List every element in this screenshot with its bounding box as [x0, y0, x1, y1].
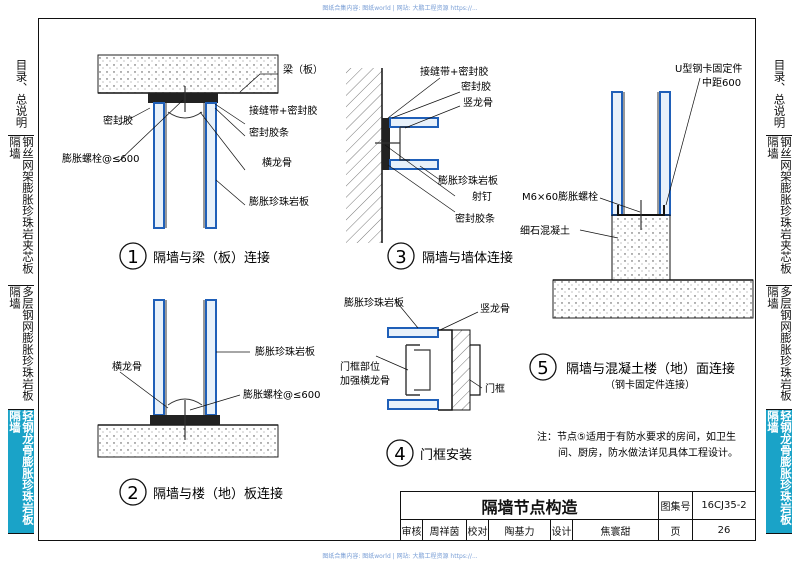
d2-number-circle — [119, 478, 147, 506]
left-tab-multilayer[interactable]: 多层钢网膨胀珍珠岩板隔墙 — [8, 286, 35, 410]
d2-board-label: 膨胀珍珠岩板 — [255, 345, 315, 358]
left-tab-light-steel[interactable]: 轻钢龙骨膨胀珍珠岩板隔墙 — [8, 410, 35, 534]
review-label: 审核 — [401, 520, 423, 540]
right-tab-multilayer[interactable]: 多层钢网膨胀珍珠岩板隔墙 — [766, 286, 793, 410]
d4-frame-label: 门框 — [485, 382, 505, 395]
detail-3-drawing — [346, 68, 461, 243]
left-tab-wire-mesh[interactable]: 钢丝网架膨胀珍珠岩夹芯板隔墙 — [8, 136, 35, 286]
d5-spacing-label: 中距600 — [702, 76, 741, 89]
detail-4-drawing — [375, 299, 483, 411]
d4-reinforce-label-1: 门框部位 — [340, 360, 380, 373]
atlas-label: 图集号 — [659, 492, 693, 520]
d3-stud-label: 竖龙骨 — [463, 96, 493, 109]
bottom-watermark: 图纸合集内容: 图纸world | 网站: 大鹏工程资源 https://... — [322, 553, 478, 560]
d4-title: 门框安装 — [420, 448, 472, 463]
d1-number: 1 — [127, 247, 138, 268]
d1-board-label: 膨胀珍珠岩板 — [249, 195, 309, 208]
d4-number-circle — [386, 439, 414, 467]
d5-bolt-label: M6×60膨胀螺栓 — [522, 190, 598, 203]
d2-title: 隔墙与楼（地）板连接 — [153, 486, 283, 502]
atlas-number: 16CJ35-2 — [693, 492, 755, 520]
page-number: 26 — [717, 524, 731, 536]
page-label: 页 — [659, 520, 693, 540]
d1-number-circle — [119, 242, 147, 270]
d4-number: 4 — [394, 444, 405, 465]
d1-track-label: 横龙骨 — [262, 156, 292, 169]
d5-clip-label: U型钢卡固定件 — [675, 62, 742, 75]
drawing-title: 隔墙节点构造 — [401, 492, 659, 520]
d3-title: 隔墙与墙体连接 — [422, 250, 513, 266]
d3-number-circle — [387, 242, 415, 270]
d5-number: 5 — [537, 358, 548, 379]
d3-nail-label: 射钉 — [472, 191, 492, 203]
d1-bolt-label: 膨胀螺栓@≤600 — [62, 152, 139, 165]
title-block: 隔墙节点构造 图集号 16CJ35-2 审核 周祥茵 校对 陶基力 设计 焦寰甜… — [400, 491, 756, 541]
detail-2-drawing — [97, 299, 279, 458]
right-tab-light-steel[interactable]: 轻钢龙骨膨胀珍珠岩板隔墙 — [766, 410, 793, 534]
d1-title: 隔墙与梁（板）连接 — [153, 250, 270, 266]
d2-bolt-label: 膨胀螺栓@≤600 — [243, 388, 320, 401]
d5-title: 隔墙与混凝土楼（地）面连接 — [566, 361, 735, 377]
d2-number: 2 — [127, 483, 138, 504]
top-watermark: 图纸合集内容: 图纸world | 网站: 大鹏工程资源 https://... — [322, 5, 478, 12]
d3-sealant-label: 密封胶 — [461, 80, 491, 93]
design-label: 设计 — [551, 520, 573, 540]
drawing-frame — [38, 18, 756, 541]
d3-board-label: 膨胀珍珠岩板 — [438, 174, 498, 187]
left-tab-contents[interactable]: 目录、总说明 — [8, 52, 34, 136]
d5-number-circle — [529, 353, 557, 381]
d3-joint-label: 接缝带+密封胶 — [420, 65, 488, 78]
d3-number: 3 — [395, 247, 406, 268]
d4-reinforce-label-2: 加强横龙骨 — [340, 374, 390, 387]
d5-concrete-label: 细石混凝土 — [520, 224, 570, 237]
d2-track-label: 横龙骨 — [112, 360, 142, 373]
d4-stud-label: 竖龙骨 — [480, 302, 510, 315]
detail-5-drawing — [552, 77, 754, 319]
d3-strip-label: 密封胶条 — [455, 212, 495, 225]
note-line-2: 间、厨房，防水做法详见具体工程设计。 — [558, 446, 738, 459]
checker-name: 陶基力 — [489, 520, 551, 540]
right-tab-contents[interactable]: 目录、总说明 — [766, 52, 792, 136]
d1-sealant-label: 密封胶 — [103, 114, 133, 127]
d1-strip-label: 密封胶条 — [249, 126, 289, 139]
d4-board-label: 膨胀珍珠岩板 — [344, 296, 404, 309]
designer-name: 焦寰甜 — [573, 520, 659, 540]
d1-beam-label: 梁（板） — [283, 63, 323, 76]
d5-subtitle: （钢卡固定件连接） — [605, 378, 695, 391]
detail-1-drawing — [97, 54, 279, 229]
check-label: 校对 — [467, 520, 489, 540]
d1-joint-label: 接缝带+密封胶 — [249, 104, 317, 117]
reviewer-name: 周祥茵 — [423, 520, 467, 540]
note-line-1: 注：节点⑤适用于有防水要求的房间，如卫生 — [537, 430, 736, 443]
right-tab-wire-mesh[interactable]: 钢丝网架膨胀珍珠岩夹芯板隔墙 — [766, 136, 793, 286]
